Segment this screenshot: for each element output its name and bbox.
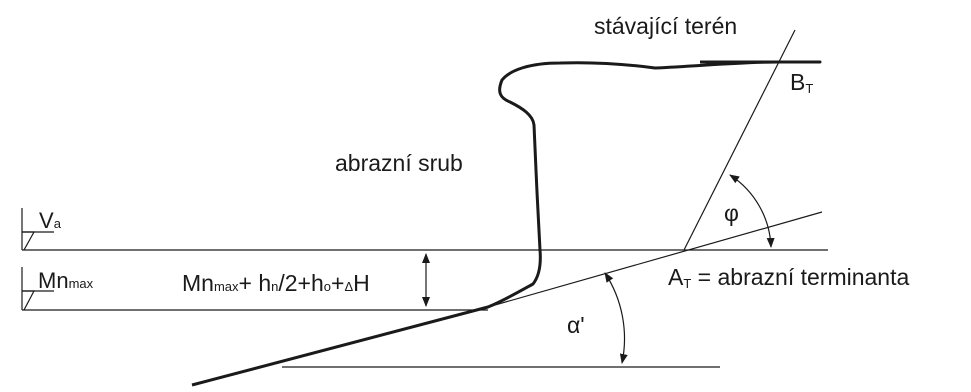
bt-main: B [790, 69, 805, 95]
dim-ho-sub: o [324, 279, 331, 294]
phi-angle-arc [729, 174, 775, 248]
phi-label: φ [724, 200, 739, 226]
at-main: A [668, 264, 684, 290]
terminant-line [683, 29, 796, 251]
at-label: AT = abrazní terminanta [668, 264, 909, 291]
dim-plus2: + [331, 270, 344, 296]
cliff-label: abrazní srub [335, 150, 463, 176]
dim-plus1: + h [239, 270, 272, 296]
bt-sub: T [805, 81, 813, 96]
mnmax-label: Mnmax [38, 268, 94, 293]
abrasion-cliff-outline [486, 60, 822, 309]
at-rest: = abrazní terminanta [691, 264, 909, 290]
mnmax-level-symbol [21, 267, 54, 311]
at-sub: T [683, 276, 691, 291]
dimension-formula-label: Mnmax+ hn/2+ho+ΔH [182, 270, 370, 296]
bt-label: BT [790, 69, 813, 96]
mnmax-main: Mn [38, 268, 69, 293]
abrasion-platform-thick [191, 305, 489, 387]
dim-mn-main: Mn [182, 270, 214, 296]
dim-hn-sub: n [271, 279, 278, 294]
dim-half: /2+h [278, 270, 323, 296]
va-sub: a [54, 216, 62, 231]
alpha-label: α' [567, 312, 585, 338]
va-label: Va [39, 208, 62, 233]
alpha-angle-arc [604, 272, 628, 364]
dim-mn-sub: max [214, 279, 239, 294]
dim-h: H [353, 270, 370, 296]
dim-delta: Δ [344, 279, 353, 294]
terrain-label: stávající terén [594, 13, 737, 39]
va-main: V [39, 208, 54, 233]
mnmax-sub: max [69, 276, 94, 291]
va-level-symbol [21, 208, 54, 251]
